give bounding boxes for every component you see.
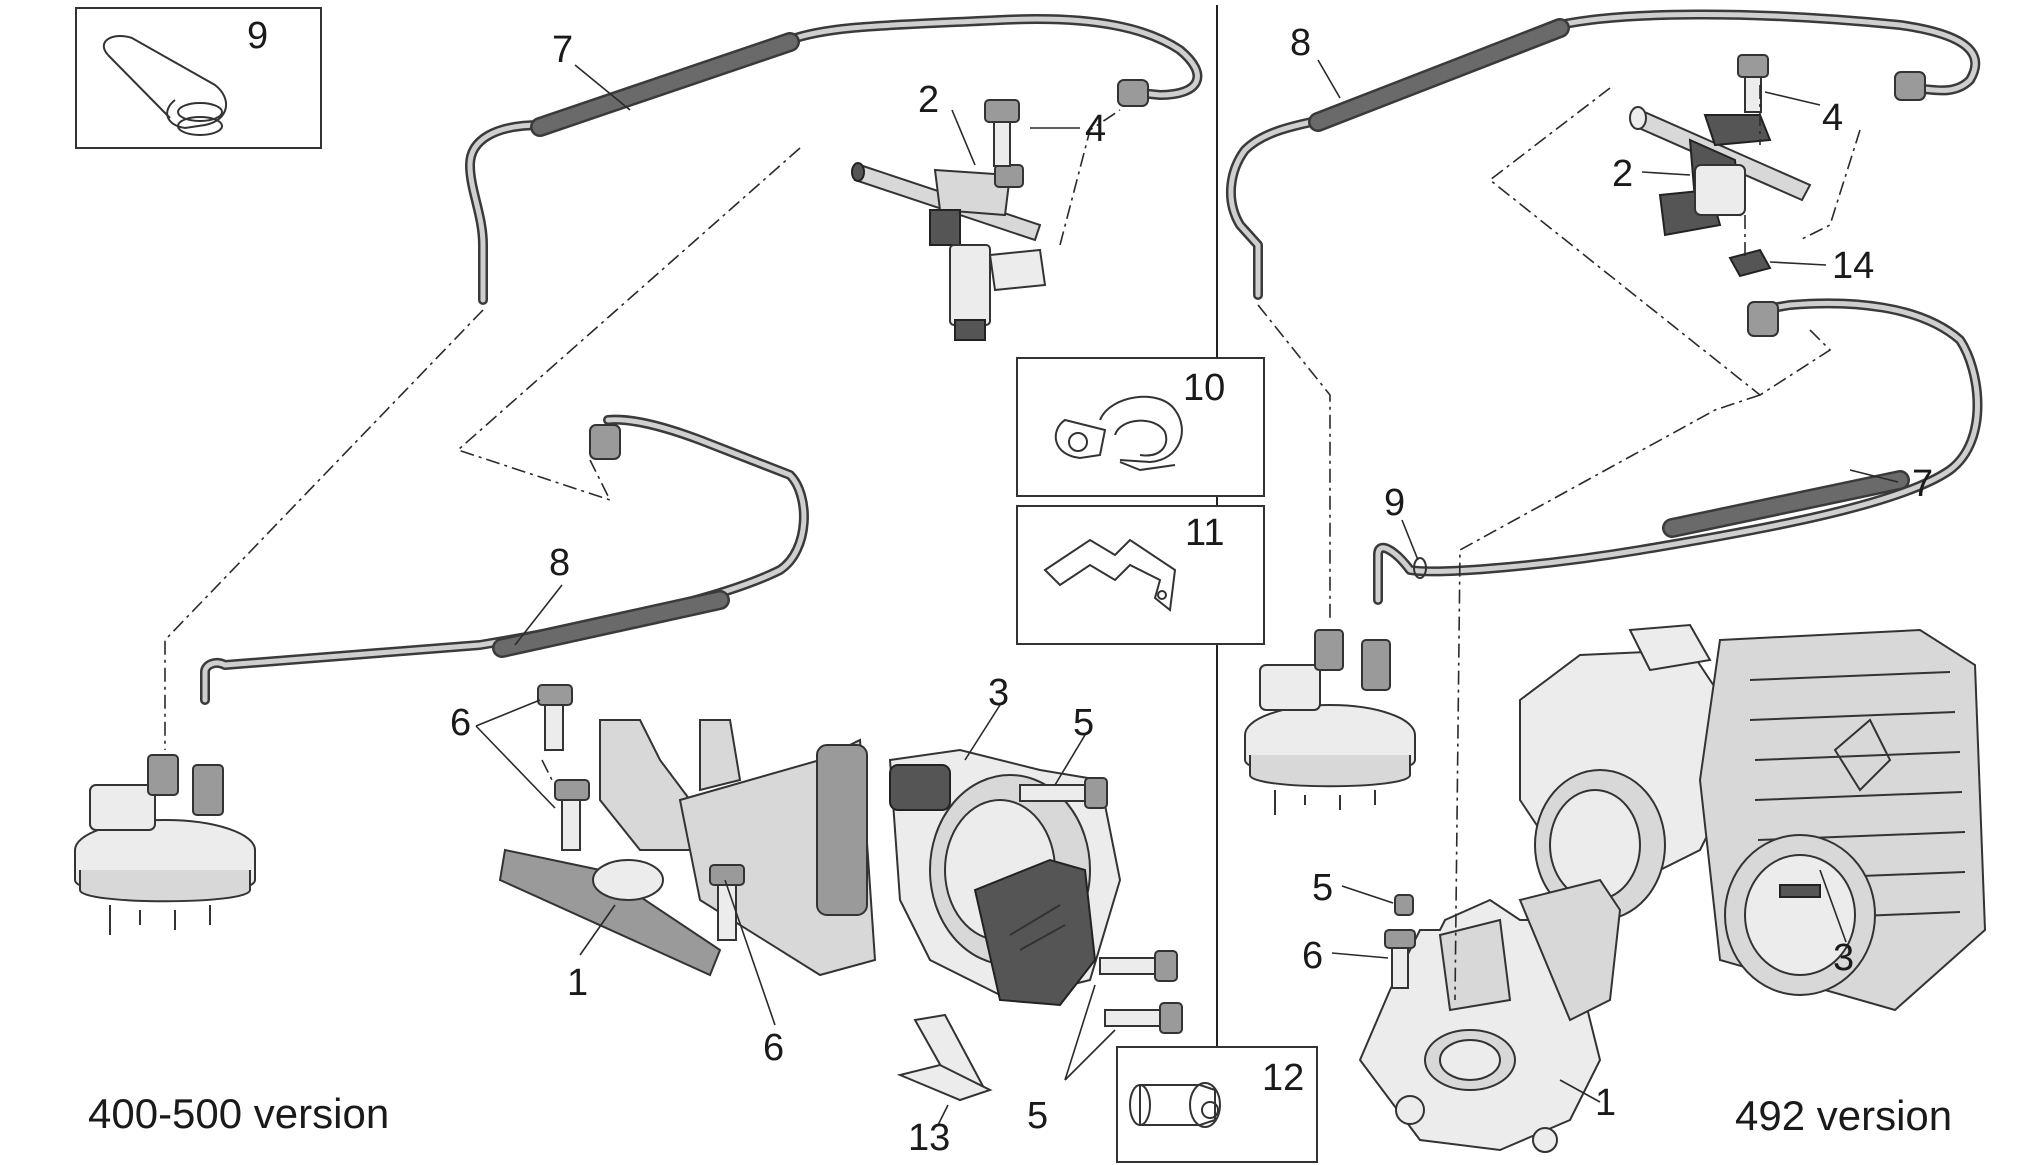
hose-part-7-right [1373, 298, 1983, 605]
label-left-2: 2 [918, 79, 939, 121]
part-labels-right: 8 4 2 14 7 9 5 6 3 1 [1290, 22, 1933, 1124]
bracket-part-13-left [896, 1013, 993, 1102]
label-right-3: 3 [1833, 937, 1854, 979]
hose-part-8-left [200, 414, 809, 705]
label-left-5a: 5 [1073, 702, 1094, 744]
label-center-10: 10 [1183, 367, 1225, 409]
label-center-11: 11 [1185, 512, 1224, 554]
injector-part-2-left [851, 162, 1047, 341]
leader-lines-right [1317, 59, 1899, 1103]
label-left-6b: 6 [763, 1027, 784, 1069]
clamp-part-9-right [1413, 557, 1427, 579]
fuel-pump-right [1244, 629, 1416, 815]
screw-part-4-right [1737, 54, 1769, 113]
version-caption-right: 492 version [1735, 1092, 1952, 1139]
clip-part-10-box [1016, 357, 1265, 497]
bracket-part-11-box [1016, 505, 1265, 645]
dashed-connections-left [164, 109, 1121, 781]
label-right-2: 2 [1612, 153, 1633, 195]
screw-part-6-right [1384, 929, 1416, 989]
label-left-13: 13 [908, 1117, 950, 1159]
label-left-9: 9 [247, 15, 268, 57]
leader-lines-left [475, 64, 1116, 1126]
label-right-7: 7 [1912, 463, 1933, 505]
label-right-6: 6 [1302, 935, 1323, 977]
throttle-body-part-3-right [1519, 623, 1987, 1012]
clip-part-14-right [1728, 248, 1772, 278]
intake-manifold-part-1-left [498, 719, 877, 977]
version-caption-left: 400-500 version [88, 1090, 389, 1137]
label-right-14: 14 [1832, 245, 1874, 287]
screw-part-5-right [1394, 894, 1414, 916]
label-left-8: 8 [549, 542, 570, 584]
label-left-1: 1 [567, 962, 588, 1004]
hose-part-7-left [465, 14, 1203, 305]
label-right-1: 1 [1595, 1082, 1616, 1124]
injector-part-2-right [1629, 106, 1812, 237]
part-labels-center: 10 11 12 [1183, 367, 1304, 1099]
fuel-pump-left [74, 754, 256, 935]
label-right-8: 8 [1290, 22, 1311, 64]
dashed-connections-right [1257, 85, 1861, 1001]
label-center-12: 12 [1262, 1057, 1304, 1099]
label-right-4: 4 [1822, 97, 1843, 139]
label-right-9: 9 [1384, 482, 1405, 524]
label-left-5b: 5 [1027, 1095, 1048, 1137]
clamp-part-9-box [75, 7, 322, 149]
throttle-body-part-3-left [888, 748, 1122, 1007]
screw-part-4-left [984, 99, 1020, 167]
screws-part-5-left [1019, 777, 1183, 1034]
label-left-3: 3 [988, 672, 1009, 714]
label-left-6a: 6 [450, 702, 471, 744]
intake-manifold-part-1-right [1358, 878, 1622, 1153]
label-left-4: 4 [1085, 108, 1106, 150]
hose-part-8-right [1225, 9, 1981, 300]
label-right-5: 5 [1312, 867, 1333, 909]
label-left-7: 7 [552, 29, 573, 71]
part-labels-left: 9 7 2 4 8 3 5 6 1 6 5 13 [247, 15, 1106, 1159]
bolt-part-12-box [1116, 1046, 1318, 1163]
